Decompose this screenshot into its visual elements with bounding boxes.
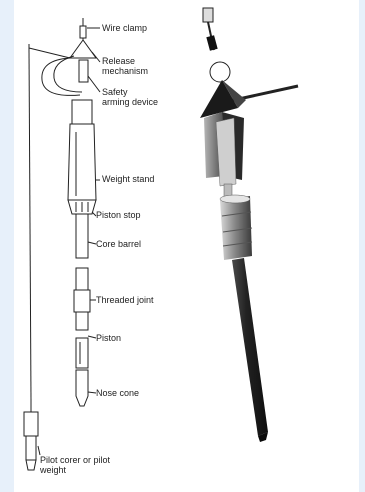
label-piston: Piston xyxy=(96,333,121,343)
label-weight-stand: Weight stand xyxy=(102,174,154,184)
render-release-ball xyxy=(210,62,230,82)
label-threaded-joint: Threaded joint xyxy=(96,295,154,305)
label-pilot-corer-2: weight xyxy=(40,465,66,475)
label-safety-2: arming device xyxy=(102,97,158,107)
label-piston-stop: Piston stop xyxy=(96,210,141,220)
render-core-barrel xyxy=(232,258,268,436)
label-wire-clamp: Wire clamp xyxy=(102,23,147,33)
label-core-barrel: Core barrel xyxy=(96,239,141,249)
render-release-mechanism xyxy=(200,80,238,118)
label-release-2: mechanism xyxy=(102,66,148,76)
render-wire-clamp xyxy=(203,8,213,22)
label-release-1: Release xyxy=(102,56,135,66)
label-safety-1: Safety xyxy=(102,87,128,97)
label-nose-cone: Nose cone xyxy=(96,388,139,398)
label-pilot-corer-1: Pilot corer or pilot xyxy=(40,455,110,465)
render-weight xyxy=(220,196,252,260)
